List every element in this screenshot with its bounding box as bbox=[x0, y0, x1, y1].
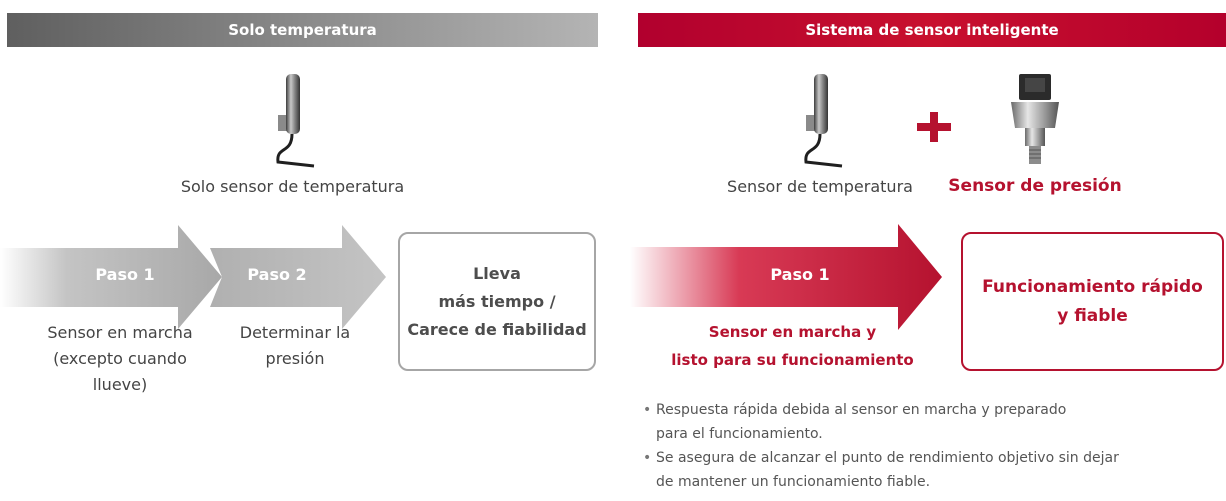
left-step1-label: Paso 1 bbox=[95, 265, 155, 284]
benefit-item: Se asegura de alcanzar el punto de rendi… bbox=[643, 446, 1213, 494]
right-result-box: Funcionamiento rápido y fiable bbox=[961, 232, 1224, 371]
right-step1-description: Sensor en marcha y listo para su funcion… bbox=[671, 323, 914, 369]
right-header-title: Sistema de sensor inteligente bbox=[805, 21, 1059, 39]
step-arrows bbox=[0, 225, 386, 329]
pressure-sensor-icon bbox=[1011, 74, 1059, 164]
right-step-arrow bbox=[630, 224, 942, 330]
left-header: Solo temperatura bbox=[7, 13, 598, 47]
benefit-list: Respuesta rápida debida al sensor en mar… bbox=[643, 398, 1213, 494]
left-header-title: Solo temperatura bbox=[228, 21, 377, 39]
left-step2-label: Paso 2 bbox=[247, 265, 307, 284]
right-temperature-sensor-icon bbox=[804, 74, 843, 168]
left-result-box: Lleva más tiempo / Carece de fiabilidad bbox=[398, 232, 596, 371]
right-step1-arrow-shape bbox=[630, 224, 942, 330]
right-step1-label: Paso 1 bbox=[770, 265, 830, 284]
pressure-sensor-caption: Sensor de presión bbox=[948, 176, 1122, 196]
step1-arrow-shape bbox=[0, 225, 222, 329]
step2-arrow-shape bbox=[210, 225, 386, 329]
left-step2-description: Determinar la presión bbox=[239, 323, 351, 368]
right-temp-caption: Sensor de temperatura bbox=[727, 177, 913, 196]
left-step1-description: Sensor en marcha (excepto cuando llueve) bbox=[47, 323, 193, 394]
left-sensor-caption: Solo sensor de temperatura bbox=[180, 177, 405, 196]
right-header: Sistema de sensor inteligente bbox=[638, 13, 1226, 47]
plus-icon bbox=[915, 112, 953, 142]
benefit-item: Respuesta rápida debida al sensor en mar… bbox=[643, 398, 1213, 446]
temperature-sensor-icon bbox=[276, 74, 315, 168]
